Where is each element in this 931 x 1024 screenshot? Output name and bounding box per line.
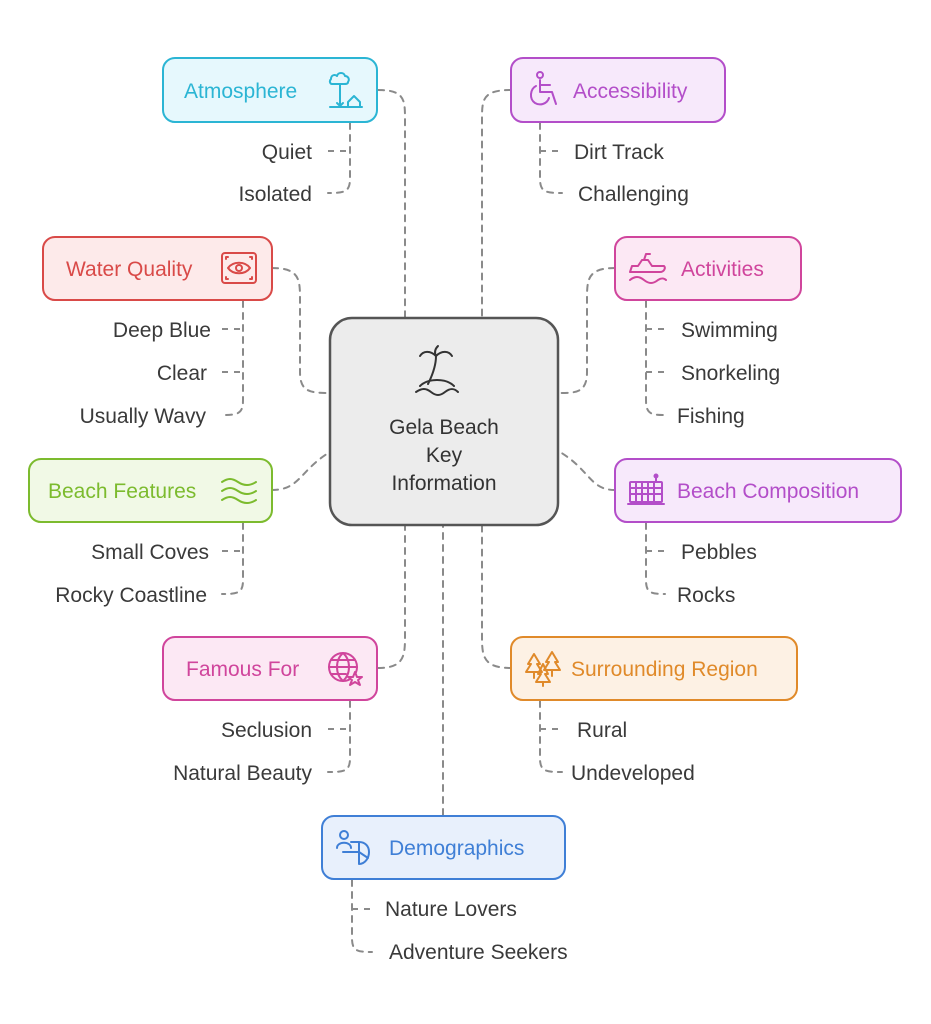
center-title-line-2: Key <box>426 444 463 467</box>
node-accessibility-item-2: Challenging <box>578 183 689 206</box>
node-beach-features-item-1: Small Coves <box>91 541 209 564</box>
connector-water-quality-items <box>221 300 244 416</box>
connector-famous-for <box>377 511 406 669</box>
connector-activities <box>559 267 616 394</box>
connector-activities-items <box>645 300 666 416</box>
node-accessibility: Accessibility Dirt Track Challenging <box>510 57 726 206</box>
node-activities-item-1: Swimming <box>681 319 778 342</box>
connector-beach-composition-items <box>645 522 666 595</box>
node-surrounding-region: Surrounding Region Rural Undeveloped <box>510 636 798 785</box>
node-accessibility-item-1: Dirt Track <box>574 141 664 164</box>
node-atmosphere-item-2: Isolated <box>238 183 312 206</box>
connector-beach-composition <box>559 451 616 491</box>
eye-scan-icon <box>221 252 257 284</box>
node-beach-composition-item-2: Rocks <box>677 584 735 607</box>
node-beach-features: Beach Features Small Coves Rocky Coastli… <box>28 458 273 607</box>
node-atmosphere-label: Atmosphere <box>184 80 297 103</box>
connector-beach-features-items <box>221 522 244 595</box>
connector-surrounding-region <box>481 511 512 669</box>
connector-accessibility <box>481 89 512 336</box>
jet-ski-icon <box>629 253 667 284</box>
globe-star-icon <box>328 652 363 686</box>
node-accessibility-label: Accessibility <box>573 80 688 103</box>
node-famous-for-label: Famous For <box>186 658 299 681</box>
center-connectors <box>271 89 616 816</box>
wheelchair-icon <box>530 71 557 106</box>
connector-atmosphere-items <box>327 122 351 194</box>
node-beach-composition: Beach Composition Pebbles Rocks <box>614 458 902 607</box>
connector-accessibility-items <box>539 122 563 194</box>
node-surrounding-region-item-2: Undeveloped <box>571 762 695 785</box>
node-beach-composition-label: Beach Composition <box>677 480 859 503</box>
center-node: Gela Beach Key Information <box>328 316 560 527</box>
node-atmosphere-item-1: Quiet <box>262 141 312 164</box>
node-demographics-item-2: Adventure Seekers <box>389 941 568 964</box>
connector-demographics-items <box>351 879 373 953</box>
node-activities-item-3: Fishing <box>677 405 745 428</box>
item-connectors <box>221 122 668 953</box>
node-famous-for-item-2: Natural Beauty <box>173 762 312 785</box>
node-activities-label: Activities <box>681 258 764 281</box>
node-demographics: Demographics Nature Lovers Adventure See… <box>321 815 568 964</box>
node-beach-features-label: Beach Features <box>48 480 196 503</box>
center-title-line-1: Gela Beach <box>389 416 499 439</box>
node-water-quality: Water Quality Deep Blue Clear Usually Wa… <box>42 236 273 428</box>
node-water-quality-item-1: Deep Blue <box>113 319 211 342</box>
connector-atmosphere <box>377 89 406 336</box>
node-activities-item-2: Snorkeling <box>681 362 780 385</box>
connector-beach-features <box>271 451 331 491</box>
pebbles-grid-icon <box>627 473 665 505</box>
waves-icon <box>221 478 257 504</box>
weather-house-icon <box>328 72 363 108</box>
center-title-line-3: Information <box>391 472 496 495</box>
node-surrounding-region-label: Surrounding Region <box>571 658 758 681</box>
node-famous-for: Famous For Seclusion Natural Beauty <box>162 636 378 785</box>
node-water-quality-item-3: Usually Wavy <box>80 405 207 428</box>
node-water-quality-label: Water Quality <box>66 258 193 281</box>
node-beach-features-item-2: Rocky Coastline <box>55 584 207 607</box>
node-famous-for-item-1: Seclusion <box>221 719 312 742</box>
palm-island-icon <box>415 345 459 396</box>
node-atmosphere: Atmosphere Quiet Isolated <box>162 57 378 206</box>
connector-famous-for-items <box>327 700 351 773</box>
connector-surrounding-region-items <box>539 700 563 773</box>
node-surrounding-region-item-1: Rural <box>577 719 627 742</box>
node-activities: Activities Swimming Snorkeling Fishing <box>614 236 802 428</box>
node-demographics-label: Demographics <box>389 837 524 860</box>
connector-water-quality <box>271 267 331 394</box>
people-chart-icon <box>336 830 370 865</box>
node-demographics-item-1: Nature Lovers <box>385 898 517 921</box>
node-beach-composition-item-1: Pebbles <box>681 541 757 564</box>
node-water-quality-item-2: Clear <box>157 362 207 385</box>
trees-icon <box>525 651 561 687</box>
